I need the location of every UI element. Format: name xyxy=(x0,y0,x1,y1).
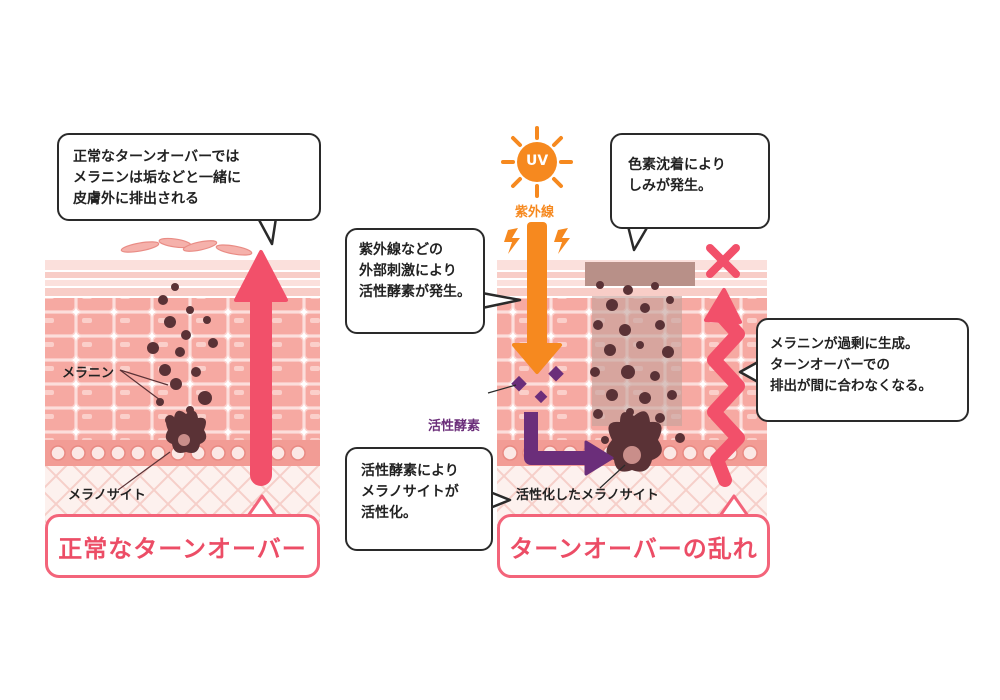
banner-normal-turnover: 正常なターンオーバー xyxy=(45,514,320,578)
active-enzyme-diamonds xyxy=(511,365,564,404)
label-melanocyte: メラノサイト xyxy=(68,488,146,503)
activation-arrow xyxy=(524,412,614,476)
speech-bubble-uv-stimulus: 紫外線などの 外部刺激により 活性酵素が発生。 xyxy=(345,228,485,334)
uv-down-arrow xyxy=(512,222,562,374)
banner-disrupted-turnover: ターンオーバーの乱れ xyxy=(497,514,770,578)
speech-bubble-normal-turnover: 正常なターンオーバーでは メラニンは垢などと一緒に 皮膚外に排出される xyxy=(57,133,321,221)
label-uv: 紫外線 xyxy=(515,205,555,220)
uv-badge-text: UV xyxy=(526,153,549,169)
cross-icon xyxy=(706,244,740,278)
lightning-icons xyxy=(504,228,570,254)
turnover-up-arrow xyxy=(234,250,288,486)
speech-bubble-pigmentation: 色素沈着により しみが発生。 xyxy=(610,133,770,229)
active-melanocyte xyxy=(606,411,662,472)
label-active-melanocyte: 活性化したメラノサイト xyxy=(516,488,659,503)
melanocyte-left xyxy=(165,410,207,453)
label-melanin: メラニン xyxy=(62,366,115,381)
speech-bubble-melanocyte-activation: 活性酵素により メラノサイトが 活性化。 xyxy=(345,447,493,551)
shed-cells xyxy=(120,237,253,256)
disrupted-turnover-arrow xyxy=(704,288,745,487)
speech-bubble-melanin-overproduction: メラニンが過剰に生成。 ターンオーバーでの 排出が間に合わなくなる。 xyxy=(756,318,969,422)
melanin-particles-right xyxy=(590,281,685,444)
uv-sun-icon xyxy=(501,126,573,198)
label-active-enzyme: 活性酵素 xyxy=(428,419,481,434)
